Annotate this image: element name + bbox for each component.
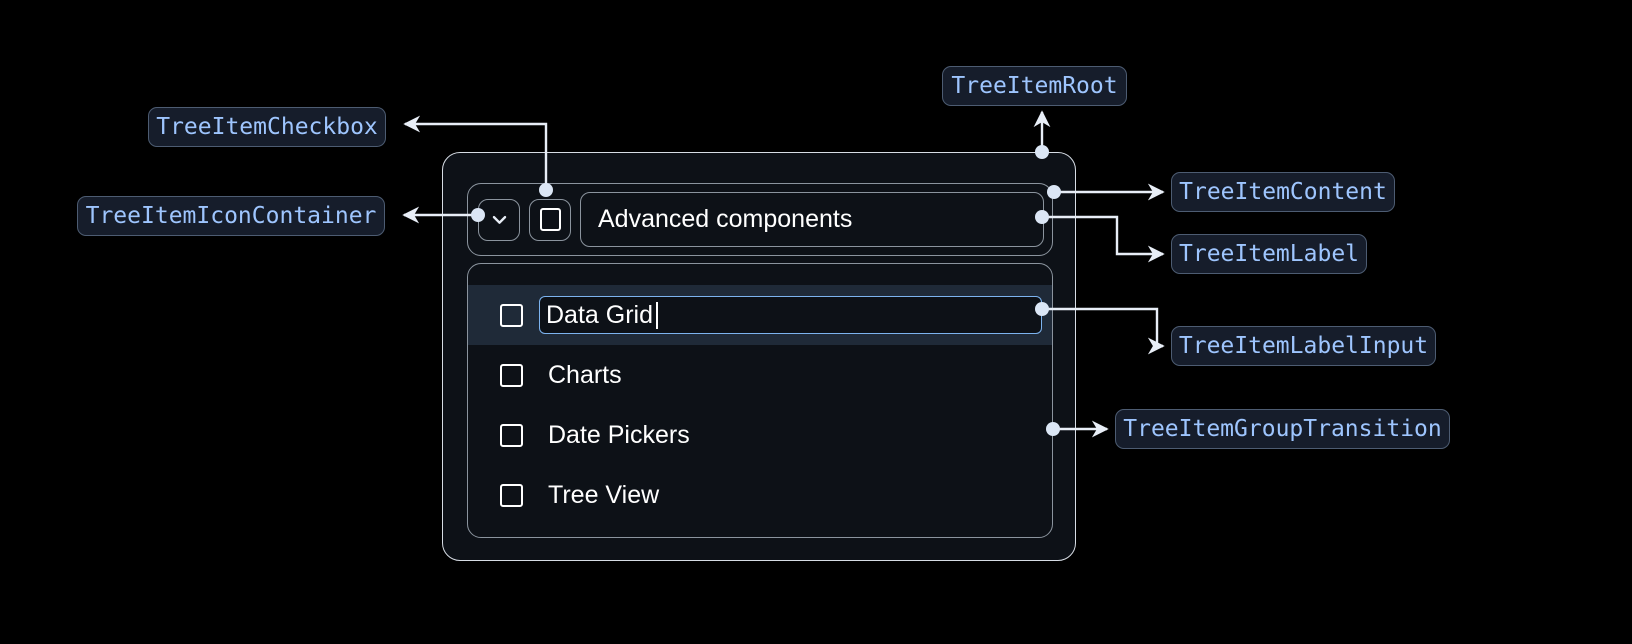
annotation-chip-label: TreeItemRoot bbox=[951, 73, 1118, 99]
annotation-chip-label: TreeItemLabel bbox=[1179, 241, 1360, 267]
text-caret bbox=[655, 301, 658, 329]
annotation-chip-tree-item-checkbox: TreeItemCheckbox bbox=[148, 107, 386, 147]
tree-item-row-tree-view[interactable]: Tree View bbox=[468, 465, 1052, 525]
annotation-chip-label: TreeItemIconContainer bbox=[85, 203, 377, 229]
tree-item-root-box: Advanced components Data Grid Charts Dat… bbox=[442, 152, 1076, 561]
checkbox-box-icon[interactable] bbox=[500, 303, 523, 327]
annotation-chip-tree-item-label-input: TreeItemLabelInput bbox=[1171, 326, 1436, 366]
annotation-chip-label: TreeItemCheckbox bbox=[156, 114, 378, 140]
tree-item-label-text: Date Pickers bbox=[548, 420, 690, 449]
checkbox-box-icon bbox=[539, 208, 561, 231]
tree-item-label-text: Advanced components bbox=[598, 205, 853, 233]
tree-item-label[interactable]: Advanced components bbox=[580, 192, 1044, 247]
checkbox-box-icon[interactable] bbox=[500, 483, 523, 507]
tree-item-row-date-pickers[interactable]: Date Pickers bbox=[468, 405, 1052, 465]
annotation-chip-label: TreeItemLabelInput bbox=[1178, 333, 1429, 359]
checkbox-box-icon[interactable] bbox=[500, 363, 523, 387]
chevron-down-icon bbox=[492, 215, 506, 224]
annotation-chip-label: TreeItemContent bbox=[1179, 179, 1387, 205]
tree-item-icon-container[interactable] bbox=[478, 198, 520, 241]
annotation-chip-tree-item-label: TreeItemLabel bbox=[1171, 234, 1367, 274]
tree-item-label-input-value: Data Grid bbox=[546, 300, 653, 329]
tree-item-content-box[interactable]: Advanced components bbox=[467, 183, 1053, 256]
annotation-chip-label: TreeItemGroupTransition bbox=[1123, 416, 1442, 442]
checkbox-box-icon[interactable] bbox=[500, 423, 523, 447]
annotation-chip-tree-item-content: TreeItemContent bbox=[1171, 172, 1395, 212]
annotation-chip-tree-item-icon-container: TreeItemIconContainer bbox=[77, 196, 385, 236]
tree-item-checkbox[interactable] bbox=[529, 198, 571, 241]
tree-item-row-charts[interactable]: Charts bbox=[468, 345, 1052, 405]
tree-item-label-input[interactable]: Data Grid bbox=[539, 296, 1042, 334]
tree-item-label-text: Tree View bbox=[548, 480, 660, 509]
tree-item-label-text: Charts bbox=[548, 360, 622, 389]
tree-item-row-data-grid[interactable]: Data Grid bbox=[468, 285, 1052, 345]
annotation-chip-tree-item-root: TreeItemRoot bbox=[942, 66, 1127, 106]
tree-item-group-transition: Data Grid Charts Date Pickers Tree View bbox=[467, 263, 1053, 538]
annotation-chip-tree-item-group-transition: TreeItemGroupTransition bbox=[1115, 409, 1450, 449]
